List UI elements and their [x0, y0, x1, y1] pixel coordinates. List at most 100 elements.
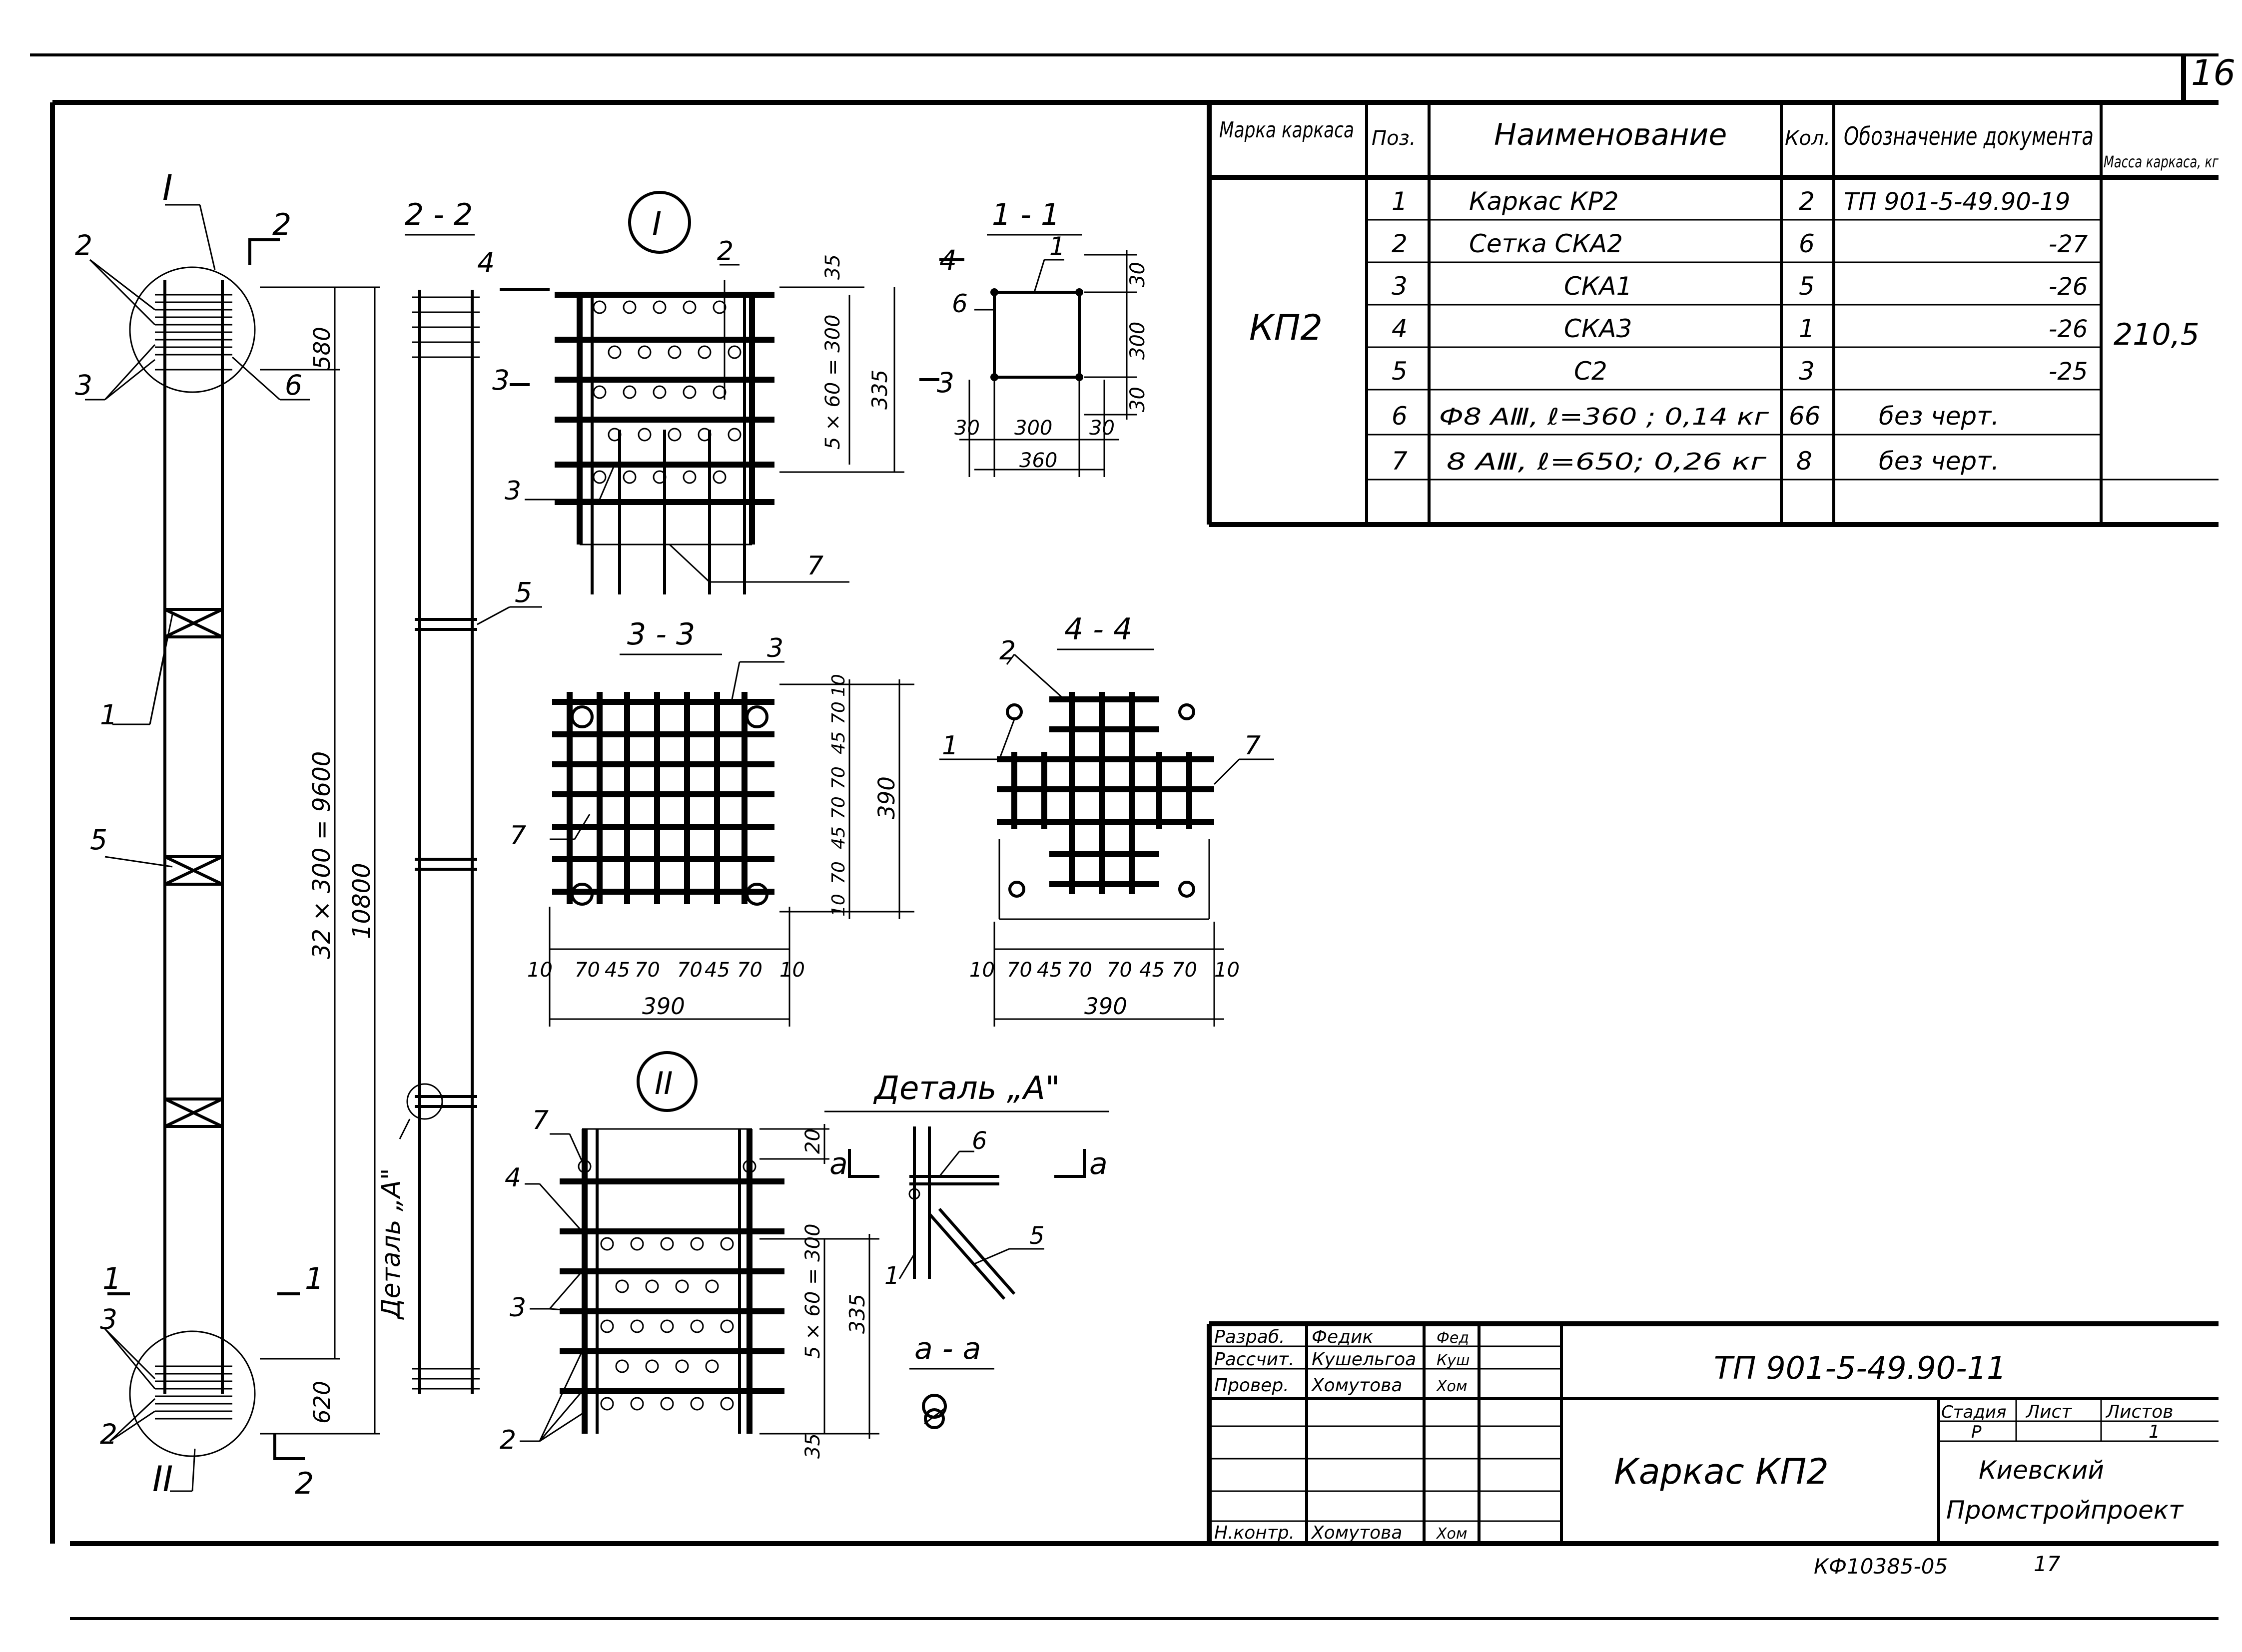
pos-label-2-vii: 2 — [500, 1425, 516, 1455]
detail-a-vertical: Деталь „А" — [376, 1168, 406, 1320]
s33-vdim: 45 — [828, 826, 849, 849]
pos-label-3: 3 — [75, 369, 92, 401]
cut-label-3-vi: 3 — [492, 364, 510, 396]
pos-label-1-s11: 1 — [1049, 232, 1065, 261]
tb-organization-1: Киевский — [1979, 1456, 2104, 1485]
tb-name: Федик — [1312, 1327, 1373, 1347]
spec-row-name: С2 — [1574, 357, 1607, 386]
s33-vdim: 70 — [828, 766, 849, 789]
cut-label-2-top: 2 — [272, 207, 291, 242]
s44-dim: 45 — [1139, 959, 1165, 982]
tb-signature: Куш — [1437, 1352, 1470, 1369]
spec-row-doc: без черт. — [1879, 447, 1999, 476]
view-ii-cage — [520, 1124, 879, 1442]
s33-vdim: 70 — [828, 701, 849, 724]
spec-row-pos: 7 — [1392, 447, 1408, 476]
pos-label-7-s44: 7 — [1244, 731, 1261, 761]
cut-label-a-right: а — [1089, 1146, 1108, 1181]
s44-dim: 70 — [1007, 959, 1032, 982]
spec-row-name: Ф8 АⅢ, ℓ=360 ; 0,14 кг — [1439, 403, 1769, 430]
dim-5x60-bottom: 5 × 60 = 300 — [801, 1223, 824, 1359]
tb-doc-code: ТП 901-5-49.90-11 — [1714, 1350, 2007, 1386]
view-i-cage — [500, 264, 904, 594]
section-1-1-view — [919, 250, 1137, 477]
tb-name: Кушельгоа — [1312, 1349, 1416, 1370]
tb-stage: Р — [1971, 1422, 1982, 1442]
section-3-3-view — [549, 661, 914, 1027]
detail-a-title: Деталь „А" — [873, 1070, 1060, 1107]
tb-signature: Фед — [1437, 1329, 1469, 1347]
dim-20: 20 — [801, 1128, 824, 1154]
spec-row-pos: 6 — [1392, 402, 1408, 431]
cut-label-a-left: а — [829, 1146, 848, 1181]
tb-stage-header: Стадия — [1941, 1402, 2006, 1422]
spec-header-pos: Поз. — [1372, 127, 1416, 150]
pos-label-5-da: 5 — [1029, 1222, 1045, 1250]
spec-row-name: 8 АⅢ, ℓ=650; 0,26 кг — [1447, 448, 1767, 475]
section-a-a-view — [922, 1394, 947, 1429]
s33-v-chain: 70 45 70 70 45 70 10 10 — [828, 674, 849, 917]
tb-role: Н.контр. — [1214, 1523, 1295, 1543]
dim-580: 580 — [309, 327, 335, 370]
s44-dim-total: 390 — [1084, 993, 1127, 1020]
pos-label-1-s44: 1 — [942, 731, 958, 761]
tb-sheet-header: Лист — [2025, 1402, 2072, 1422]
pos-label-2-s44: 2 — [999, 636, 1016, 666]
pos-label-2: 2 — [100, 1418, 117, 1450]
cut-label-3-s11: 3 — [937, 367, 954, 399]
s11-dim-300v: 300 — [1126, 322, 1149, 360]
spec-rows: 1 Каркас КР2 2 ТП 901-5-49.90-19 2 Сетка… — [1392, 187, 2088, 476]
s11-dim-30a: 30 — [1126, 262, 1149, 287]
s33-vdim: 70 — [828, 861, 849, 884]
dim-335-top: 335 — [867, 370, 892, 410]
section-4-4-title: 4 - 4 — [1064, 612, 1132, 647]
tb-role: Провер. — [1214, 1375, 1289, 1396]
cut-label-1-right: 1 — [305, 1261, 324, 1296]
spec-row-qty: 66 — [1789, 402, 1821, 431]
callout-ii: II — [152, 1459, 173, 1500]
spec-row-name: СКА1 — [1564, 272, 1632, 301]
pos-label-6-da: 6 — [972, 1127, 987, 1155]
s11-dim-360: 360 — [1019, 449, 1057, 472]
pos-label-4-vii: 4 — [505, 1163, 521, 1193]
spec-row-doc: без черт. — [1879, 402, 1999, 431]
s33-dim: 70 — [677, 959, 703, 982]
spec-header-mark: Марка каркаса — [1219, 117, 1354, 143]
pos-label-5-s22: 5 — [515, 576, 532, 608]
s44-dim: 70 — [1107, 959, 1132, 982]
dim-span: 32 × 300 = 9600 — [308, 751, 336, 959]
sheet-frame — [30, 53, 2219, 1620]
spec-row-qty: 6 — [1799, 229, 1815, 258]
callout-i-view: I — [652, 205, 662, 243]
tb-role: Рассчит. — [1214, 1349, 1294, 1370]
s33-dim-total: 390 — [642, 993, 685, 1020]
dim-35-top: 35 — [821, 254, 844, 280]
pos-label-3-s33: 3 — [767, 633, 783, 663]
spec-row-qty: 5 — [1799, 272, 1815, 301]
spec-header-mass: Масса каркаса, кг — [2104, 152, 2219, 171]
pos-label-5: 5 — [90, 824, 107, 856]
section-4-4-view — [939, 653, 1274, 1027]
s11-dim-30r: 30 — [1089, 417, 1115, 440]
pos-label-7-vi: 7 — [807, 551, 823, 581]
spec-row-name: Каркас КР2 — [1469, 187, 1619, 216]
spec-row-doc: -26 — [2049, 315, 2088, 343]
s33-dim: 70 — [737, 959, 762, 982]
detail-a-view — [848, 1126, 1086, 1300]
pos-label-1-da: 1 — [884, 1262, 900, 1290]
section-3-3-title: 3 - 3 — [627, 617, 695, 652]
s44-h-chain: 10 70 45 70 70 45 70 10 — [969, 959, 1240, 982]
spec-row-doc: -26 — [2049, 273, 2088, 301]
cut-label-1-left: 1 — [102, 1261, 121, 1296]
spec-mass: 210,5 — [2114, 317, 2200, 352]
pos-label-3: 3 — [100, 1303, 117, 1335]
s33-vdim: 70 — [828, 796, 849, 819]
spec-row-qty: 8 — [1796, 447, 1812, 476]
spec-header-doc: Обозначение документа — [1844, 122, 2094, 151]
dim-total: 10800 — [348, 863, 376, 939]
s44-dim: 70 — [1067, 959, 1092, 982]
tb-signature: Хом — [1436, 1378, 1468, 1395]
pos-label-3-vii: 3 — [510, 1293, 526, 1323]
spec-header-qty: Кол. — [1785, 127, 1830, 150]
